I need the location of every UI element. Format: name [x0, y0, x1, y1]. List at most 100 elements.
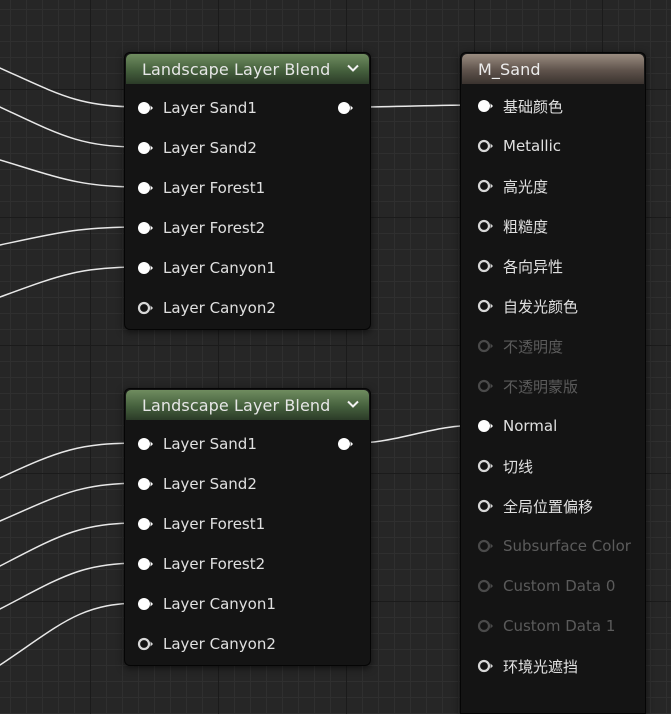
- material-input-row: Custom Data 0: [477, 576, 615, 596]
- input-label: Custom Data 1: [503, 617, 616, 635]
- wire-node2-forest2: [0, 562, 141, 610]
- input-label: Layer Canyon1: [163, 259, 276, 277]
- input-pin-row[interactable]: Layer Sand1: [137, 434, 257, 454]
- input-label: 不透明蒙版: [503, 377, 579, 396]
- node-title: Landscape Layer Blend: [142, 59, 331, 79]
- material-input-row[interactable]: 全局位置偏移: [477, 496, 593, 516]
- input-pin-row[interactable]: Layer Forest2: [137, 218, 265, 238]
- material-result-node[interactable]: M_Sand 基础颜色 Metallic 高光度 粗糙度 各向异性 自发光颜色 …: [460, 52, 646, 714]
- material-input-row[interactable]: 切线: [477, 456, 533, 476]
- wire-node2-sand1: [0, 442, 141, 479]
- node-title: M_Sand: [478, 59, 541, 79]
- output-pin-icon[interactable]: [337, 436, 353, 452]
- material-input-row: Subsurface Color: [477, 536, 631, 556]
- input-pin-row[interactable]: Layer Sand1: [137, 98, 257, 118]
- input-label: Layer Sand2: [163, 139, 257, 157]
- input-label: Layer Sand1: [163, 435, 257, 453]
- connected-pin-icon[interactable]: [137, 596, 153, 612]
- empty-pin-icon[interactable]: [137, 300, 153, 316]
- input-label: Layer Canyon1: [163, 595, 276, 613]
- input-pin-row[interactable]: Layer Sand2: [137, 474, 257, 494]
- wire-node1-forest1: [0, 159, 141, 188]
- input-label: Layer Forest2: [163, 219, 266, 237]
- chevron-down-icon[interactable]: [345, 60, 361, 76]
- material-input-row[interactable]: 各向异性: [477, 256, 563, 276]
- node-title: Landscape Layer Blend: [142, 395, 331, 415]
- input-pin-row[interactable]: Layer Forest1: [137, 514, 265, 534]
- input-label: 高光度: [503, 177, 549, 196]
- empty-pin-icon[interactable]: [477, 258, 493, 274]
- empty-pin-icon[interactable]: [477, 178, 493, 194]
- input-label: 环境光遮挡: [503, 657, 579, 676]
- empty-pin-icon[interactable]: [477, 498, 493, 514]
- wire-node1-canyon1: [0, 266, 141, 298]
- wire-node2-canyon1: [0, 602, 141, 666]
- node-header[interactable]: Landscape Layer Blend: [126, 54, 369, 84]
- wire-node1-forest2: [0, 226, 141, 246]
- disabled-pin-icon: [477, 339, 493, 353]
- connected-pin-icon[interactable]: [477, 418, 493, 434]
- input-label: Layer Canyon2: [163, 635, 276, 653]
- input-pin-row[interactable]: Layer Canyon2: [137, 298, 276, 318]
- material-input-row[interactable]: 环境光遮挡: [477, 656, 578, 676]
- wire-node2-forest1: [0, 522, 141, 567]
- input-pin-row[interactable]: Layer Sand2: [137, 138, 257, 158]
- empty-pin-icon[interactable]: [477, 458, 493, 474]
- input-pin-row[interactable]: Layer Canyon1: [137, 594, 276, 614]
- landscape-layer-blend-node-1[interactable]: Landscape Layer Blend Layer Sand1 Layer …: [124, 52, 371, 330]
- wire-node2-sand2: [0, 482, 141, 522]
- disabled-pin-icon: [477, 539, 493, 553]
- node-header[interactable]: M_Sand: [462, 54, 644, 84]
- input-label: 基础颜色: [503, 97, 564, 116]
- connected-pin-icon[interactable]: [137, 476, 153, 492]
- input-pin-row[interactable]: Layer Canyon1: [137, 258, 276, 278]
- connected-pin-icon[interactable]: [137, 100, 153, 116]
- material-input-row[interactable]: Metallic: [477, 136, 561, 156]
- node-header[interactable]: Landscape Layer Blend: [126, 390, 369, 420]
- connected-pin-icon[interactable]: [477, 98, 493, 114]
- landscape-layer-blend-node-2[interactable]: Landscape Layer Blend Layer Sand1 Layer …: [124, 388, 371, 666]
- empty-pin-icon[interactable]: [477, 138, 493, 154]
- disabled-pin-icon: [477, 619, 493, 633]
- input-label: Normal: [503, 417, 558, 435]
- empty-pin-icon[interactable]: [477, 298, 493, 314]
- material-input-row[interactable]: 自发光颜色: [477, 296, 578, 316]
- input-pin-row[interactable]: Layer Forest1: [137, 178, 265, 198]
- input-label: 切线: [503, 457, 534, 476]
- connected-pin-icon[interactable]: [137, 516, 153, 532]
- input-label: Custom Data 0: [503, 577, 616, 595]
- disabled-pin-icon: [477, 379, 493, 393]
- empty-pin-icon[interactable]: [477, 658, 493, 674]
- material-input-row[interactable]: Normal: [477, 416, 557, 436]
- input-label: Layer Forest2: [163, 555, 266, 573]
- input-label: 自发光颜色: [503, 297, 579, 316]
- input-label: 全局位置偏移: [503, 497, 594, 516]
- empty-pin-icon[interactable]: [137, 636, 153, 652]
- output-pin-icon[interactable]: [337, 100, 353, 116]
- empty-pin-icon[interactable]: [477, 218, 493, 234]
- input-pin-row[interactable]: Layer Forest2: [137, 554, 265, 574]
- input-label: Layer Forest1: [163, 515, 266, 533]
- connected-pin-icon[interactable]: [137, 436, 153, 452]
- material-input-row: 不透明度: [477, 336, 563, 356]
- material-input-row[interactable]: 粗糙度: [477, 216, 548, 236]
- disabled-pin-icon: [477, 579, 493, 593]
- input-label: Layer Sand2: [163, 475, 257, 493]
- material-input-row[interactable]: 高光度: [477, 176, 548, 196]
- connected-pin-icon[interactable]: [137, 556, 153, 572]
- input-pin-row[interactable]: Layer Canyon2: [137, 634, 276, 654]
- input-label: 各向异性: [503, 257, 564, 276]
- input-label: Metallic: [503, 137, 561, 155]
- connected-pin-icon[interactable]: [137, 260, 153, 276]
- input-label: Layer Canyon2: [163, 299, 276, 317]
- input-label: Layer Forest1: [163, 179, 266, 197]
- material-input-row[interactable]: 基础颜色: [477, 96, 563, 116]
- connected-pin-icon[interactable]: [137, 140, 153, 156]
- connected-pin-icon[interactable]: [137, 220, 153, 236]
- input-label: 不透明度: [503, 337, 564, 356]
- wire-node1-sand2: [0, 106, 141, 148]
- input-label: 粗糙度: [503, 217, 549, 236]
- chevron-down-icon[interactable]: [345, 396, 361, 412]
- input-label: Subsurface Color: [503, 537, 631, 555]
- connected-pin-icon[interactable]: [137, 180, 153, 196]
